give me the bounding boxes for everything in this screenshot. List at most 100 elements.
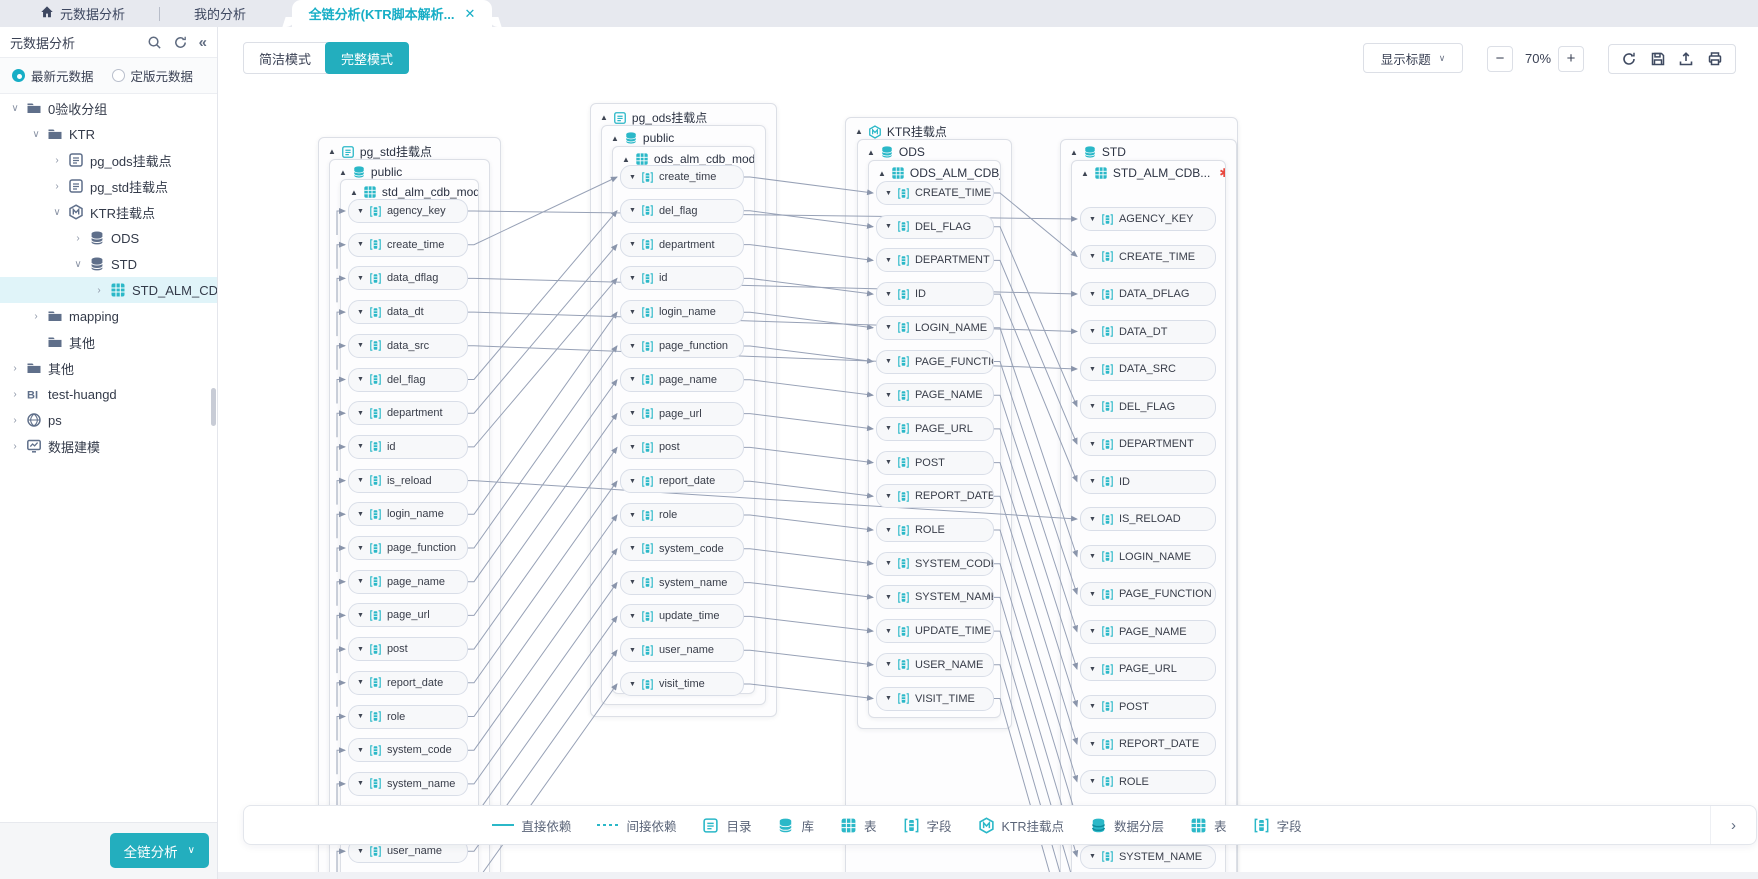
field-caret-icon[interactable]: ▼: [629, 443, 636, 451]
field-node-pgods-post[interactable]: ▼post: [620, 435, 744, 460]
chevron-right-icon[interactable]: ›: [13, 414, 17, 426]
collapse-caret-icon[interactable]: ▲: [855, 127, 863, 136]
chevron-right-icon[interactable]: ›: [13, 440, 17, 452]
export-icon[interactable]: [1678, 51, 1694, 67]
collapse-caret-icon[interactable]: ▲: [600, 113, 608, 122]
chevron-down-icon[interactable]: ∨: [11, 102, 19, 114]
field-caret-icon[interactable]: ▼: [1089, 628, 1096, 635]
field-node-pgods-visit_time[interactable]: ▼visit_time: [620, 672, 744, 696]
field-node-ktrods-report_date[interactable]: ▼REPORT_DATE: [876, 484, 994, 509]
tree-item-std[interactable]: ∨STD: [0, 251, 217, 277]
tree-item-ods[interactable]: ›ODS: [0, 225, 217, 251]
search-icon[interactable]: [147, 35, 162, 50]
collapse-caret-icon[interactable]: ▲: [878, 168, 886, 178]
field-caret-icon[interactable]: ▼: [629, 308, 636, 316]
field-node-pgstd-id[interactable]: ▼id: [348, 434, 468, 459]
field-caret-icon[interactable]: ▼: [357, 780, 364, 788]
field-node-ktrstd-id[interactable]: ▼ID: [1080, 469, 1216, 494]
zoom-out-button[interactable]: −: [1487, 46, 1513, 72]
tree-item-pg_std挂载点[interactable]: ›pg_std挂载点: [0, 173, 217, 199]
field-node-pgstd-system_code[interactable]: ▼system_code: [348, 738, 468, 763]
field-node-pgstd-data_src[interactable]: ▼data_src: [348, 333, 468, 358]
field-caret-icon[interactable]: ▼: [357, 611, 364, 619]
field-node-pgstd-page_url[interactable]: ▼page_url: [348, 603, 468, 628]
tree-item-0验收分组[interactable]: ∨0验收分组: [0, 95, 217, 121]
field-node-ktrods-login_name[interactable]: ▼LOGIN_NAME: [876, 315, 994, 340]
field-caret-icon[interactable]: ▼: [885, 492, 892, 500]
field-node-pgstd-department[interactable]: ▼department: [348, 401, 468, 426]
field-node-pgstd-agency_key[interactable]: ▼agency_key: [348, 199, 468, 223]
table-std-alm-cdb[interactable]: ▲std_alm_cdb_modu...: [340, 179, 479, 879]
field-caret-icon[interactable]: ▼: [1089, 703, 1096, 710]
field-node-pgods-role[interactable]: ▼role: [620, 503, 744, 527]
field-node-ktrods-user_name[interactable]: ▼USER_NAME: [876, 652, 994, 677]
mode-full-button[interactable]: 完整模式: [325, 42, 410, 74]
collapse-caret-icon[interactable]: ▲: [328, 147, 336, 156]
field-caret-icon[interactable]: ▼: [629, 612, 636, 620]
home-nav[interactable]: 元数据分析: [40, 4, 125, 23]
print-icon[interactable]: [1707, 51, 1723, 67]
chevron-down-icon[interactable]: ∨: [32, 128, 40, 140]
field-caret-icon[interactable]: ▼: [885, 324, 892, 332]
field-caret-icon[interactable]: ▼: [1089, 553, 1096, 560]
tree-item-ktr挂载点[interactable]: ∨KTR挂载点: [0, 199, 217, 225]
tree-item-ps[interactable]: ›ps: [0, 407, 217, 433]
field-caret-icon[interactable]: ▼: [357, 376, 364, 383]
tree-item-pg_ods挂载点[interactable]: ›pg_ods挂载点: [0, 147, 217, 173]
field-node-pgstd-create_time[interactable]: ▼create_time: [348, 232, 468, 257]
chevron-right-icon[interactable]: ›: [13, 388, 17, 400]
field-node-ktrods-system_name[interactable]: ▼SYSTEM_NAME: [876, 585, 994, 610]
tab-full-chain-analysis[interactable]: 全链分析(KTR脚本解析... ✕: [292, 0, 493, 27]
field-caret-icon[interactable]: ▼: [1089, 253, 1096, 260]
field-node-pgods-page_url[interactable]: ▼page_url: [620, 401, 744, 426]
show-title-dropdown[interactable]: 显示标题 ∨: [1363, 43, 1463, 73]
field-caret-icon[interactable]: ▼: [885, 290, 892, 298]
field-caret-icon[interactable]: ▼: [1089, 290, 1096, 298]
radio-published-metadata[interactable]: 定版元数据: [111, 66, 193, 85]
field-caret-icon[interactable]: ▼: [629, 477, 636, 485]
field-caret-icon[interactable]: ▼: [629, 579, 636, 587]
field-caret-icon[interactable]: ▼: [1089, 440, 1096, 448]
field-node-pgstd-is_reload[interactable]: ▼is_reload: [348, 468, 468, 493]
field-node-pgstd-page_name[interactable]: ▼page_name: [348, 569, 468, 594]
field-caret-icon[interactable]: ▼: [885, 425, 892, 433]
field-node-pgods-create_time[interactable]: ▼create_time: [620, 165, 744, 189]
field-node-pgstd-post[interactable]: ▼post: [348, 637, 468, 662]
field-node-pgods-page_function[interactable]: ▼page_function: [620, 334, 744, 358]
field-node-ktrods-page_url[interactable]: ▼PAGE_URL: [876, 416, 994, 441]
mode-simple-button[interactable]: 简洁模式: [243, 42, 328, 74]
field-node-ktrods-post[interactable]: ▼POST: [876, 450, 994, 475]
field-caret-icon[interactable]: ▼: [357, 241, 364, 249]
collapse-caret-icon[interactable]: ▲: [611, 133, 619, 143]
field-node-pgods-user_name[interactable]: ▼user_name: [620, 638, 744, 663]
field-caret-icon[interactable]: ▼: [629, 342, 636, 350]
field-node-ktrods-department[interactable]: ▼DEPARTMENT: [876, 248, 994, 273]
chevron-right-icon[interactable]: ›: [13, 362, 17, 374]
field-caret-icon[interactable]: ▼: [629, 376, 636, 384]
chevron-right-icon[interactable]: ›: [55, 154, 59, 166]
field-caret-icon[interactable]: ▼: [885, 459, 892, 467]
field-caret-icon[interactable]: ▼: [885, 391, 892, 399]
collapse-caret-icon[interactable]: ▲: [867, 147, 875, 157]
field-caret-icon[interactable]: ▼: [1089, 403, 1096, 410]
field-node-ktrstd-data_dflag[interactable]: ▼DATA_DFLAG: [1080, 282, 1216, 306]
field-node-ktrstd-create_time[interactable]: ▼CREATE_TIME: [1080, 244, 1216, 269]
field-caret-icon[interactable]: ▼: [1089, 515, 1096, 523]
collapse-caret-icon[interactable]: ▲: [339, 167, 347, 177]
field-node-ktrods-system_code[interactable]: ▼SYSTEM_CODE: [876, 551, 994, 576]
field-node-ktrods-role[interactable]: ▼ROLE: [876, 518, 994, 542]
tree-item-数据建模[interactable]: ›数据建模: [0, 433, 217, 459]
field-node-ktrstd-data_src[interactable]: ▼DATA_SRC: [1080, 357, 1216, 381]
field-node-pgstd-del_flag[interactable]: ▼del_flag: [348, 367, 468, 392]
field-caret-icon[interactable]: ▼: [885, 189, 892, 197]
field-caret-icon[interactable]: ▼: [885, 358, 892, 365]
field-caret-icon[interactable]: ▼: [629, 545, 636, 553]
field-caret-icon[interactable]: ▼: [1089, 365, 1096, 373]
field-caret-icon[interactable]: ▼: [1089, 853, 1096, 860]
field-caret-icon[interactable]: ▼: [1089, 328, 1096, 335]
field-caret-icon[interactable]: ▼: [885, 593, 892, 601]
radio-latest-metadata[interactable]: 最新元数据: [12, 66, 94, 85]
field-caret-icon[interactable]: ▼: [357, 746, 364, 754]
field-caret-icon[interactable]: ▼: [885, 695, 892, 702]
tree-item-其他[interactable]: 其他: [0, 329, 217, 355]
